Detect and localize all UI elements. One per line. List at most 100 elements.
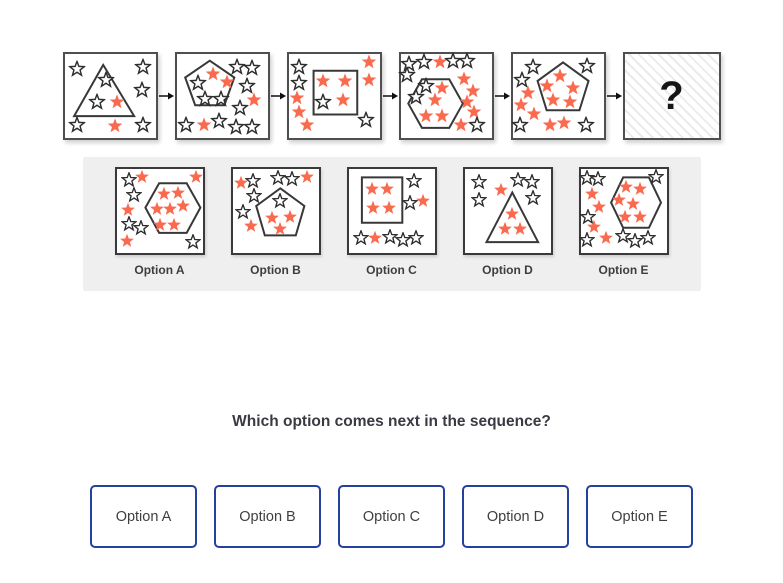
red-star-icon: [527, 105, 542, 120]
outline-star-icon: [290, 74, 307, 91]
pentagon-shape: [513, 54, 604, 138]
outline-star-icon: [228, 58, 246, 76]
outline-star-icon: [120, 216, 137, 232]
outline-star-icon: [407, 88, 425, 105]
red-star-icon: [632, 181, 647, 195]
red-star-icon: [565, 79, 580, 94]
red-star-icon: [382, 201, 396, 215]
option-e-label: Option E: [598, 263, 649, 277]
red-star-icon: [167, 218, 181, 232]
outline-star-icon: [121, 171, 138, 188]
outline-star-icon: [245, 172, 262, 189]
option-a-pattern: [114, 167, 205, 255]
outline-star-icon: [580, 208, 597, 225]
square-shape: [289, 54, 380, 138]
red-star-icon: [454, 116, 469, 131]
outline-star-icon: [398, 66, 416, 83]
outline-star-icon: [415, 53, 433, 71]
option-c-label: Option C: [366, 263, 417, 277]
red-star-icon: [465, 83, 481, 98]
option-a-cell: Option A: [114, 167, 205, 277]
red-star-icon: [188, 169, 203, 183]
sequence-box-question: ?: [622, 52, 721, 140]
red-star-icon: [156, 186, 171, 201]
outline-star-icon: [352, 229, 369, 246]
red-star-icon: [175, 198, 190, 212]
option-d-label: Option D: [482, 263, 533, 277]
outline-star-icon: [357, 111, 375, 128]
red-star-icon: [315, 73, 331, 88]
answer-button-option-e[interactable]: Option E: [586, 485, 693, 548]
red-star-icon: [599, 230, 614, 244]
red-star-icon: [120, 202, 135, 216]
red-star-icon: [109, 94, 125, 109]
arrow-right-icon: [606, 52, 623, 140]
outline-star-icon: [133, 219, 150, 236]
red-star-icon: [539, 78, 555, 93]
outline-star-icon: [290, 58, 307, 75]
outline-star-icon: [88, 93, 106, 110]
arrow-right-icon: [158, 52, 175, 140]
outline-star-icon: [234, 203, 251, 220]
hexagon-shape: [581, 169, 667, 253]
outline-star-icon: [283, 171, 300, 187]
answer-button-option-d[interactable]: Option D: [462, 485, 569, 548]
answer-button-option-c[interactable]: Option C: [338, 485, 445, 548]
outline-star-icon: [185, 234, 202, 250]
option-b-cell: Option B: [230, 167, 321, 277]
outline-star-icon: [640, 229, 657, 246]
red-star-icon: [244, 218, 259, 232]
option-c-cell: Option C: [346, 167, 437, 277]
red-star-icon: [171, 185, 186, 199]
outline-star-icon: [524, 58, 542, 75]
option-a-label: Option A: [134, 263, 185, 277]
outline-star-icon: [525, 189, 542, 205]
outline-star-icon: [458, 52, 476, 69]
red-star-icon: [416, 193, 431, 207]
red-star-icon: [427, 92, 443, 107]
red-star-icon: [380, 181, 395, 195]
hexagon-shape: [401, 54, 492, 138]
outline-star-icon: [271, 192, 288, 209]
red-star-icon: [162, 202, 177, 216]
red-star-icon: [361, 54, 376, 69]
answer-button-option-b[interactable]: Option B: [214, 485, 321, 548]
sequence-row: ?: [62, 52, 721, 140]
answer-buttons-row: Option A Option B Option C Option D Option E: [90, 485, 693, 548]
outline-star-icon: [189, 74, 207, 92]
outline-star-icon: [133, 81, 151, 98]
outline-star-icon: [134, 116, 152, 134]
red-star-icon: [119, 234, 134, 248]
outline-star-icon: [400, 55, 418, 72]
red-star-icon: [234, 176, 248, 190]
red-star-icon: [365, 201, 380, 215]
red-star-icon: [291, 104, 306, 119]
red-star-icon: [150, 202, 164, 216]
red-star-icon: [587, 219, 602, 233]
red-star-icon: [337, 73, 353, 88]
red-star-icon: [205, 66, 221, 81]
sequence-box-2-pentagon: [174, 52, 270, 140]
outline-star-icon: [177, 116, 195, 133]
outline-star-icon: [314, 93, 332, 110]
red-star-icon: [300, 170, 315, 184]
red-star-icon: [246, 92, 262, 107]
outline-star-icon: [196, 90, 214, 108]
red-star-icon: [504, 207, 519, 221]
arrow-right-icon: [382, 52, 399, 140]
outline-star-icon: [579, 232, 596, 248]
option-d-cell: Option D: [462, 167, 553, 277]
outline-star-icon: [509, 171, 526, 188]
red-star-icon: [435, 79, 450, 94]
red-star-icon: [552, 68, 568, 83]
red-star-icon: [618, 209, 633, 223]
red-star-icon: [265, 210, 279, 224]
answer-button-option-a[interactable]: Option A: [90, 485, 197, 548]
sequence-box-3-square: [286, 52, 382, 140]
outline-star-icon: [212, 90, 230, 108]
outline-star-icon: [394, 232, 411, 248]
red-star-icon: [612, 192, 627, 206]
red-star-icon: [562, 94, 578, 109]
outline-star-icon: [238, 77, 256, 94]
